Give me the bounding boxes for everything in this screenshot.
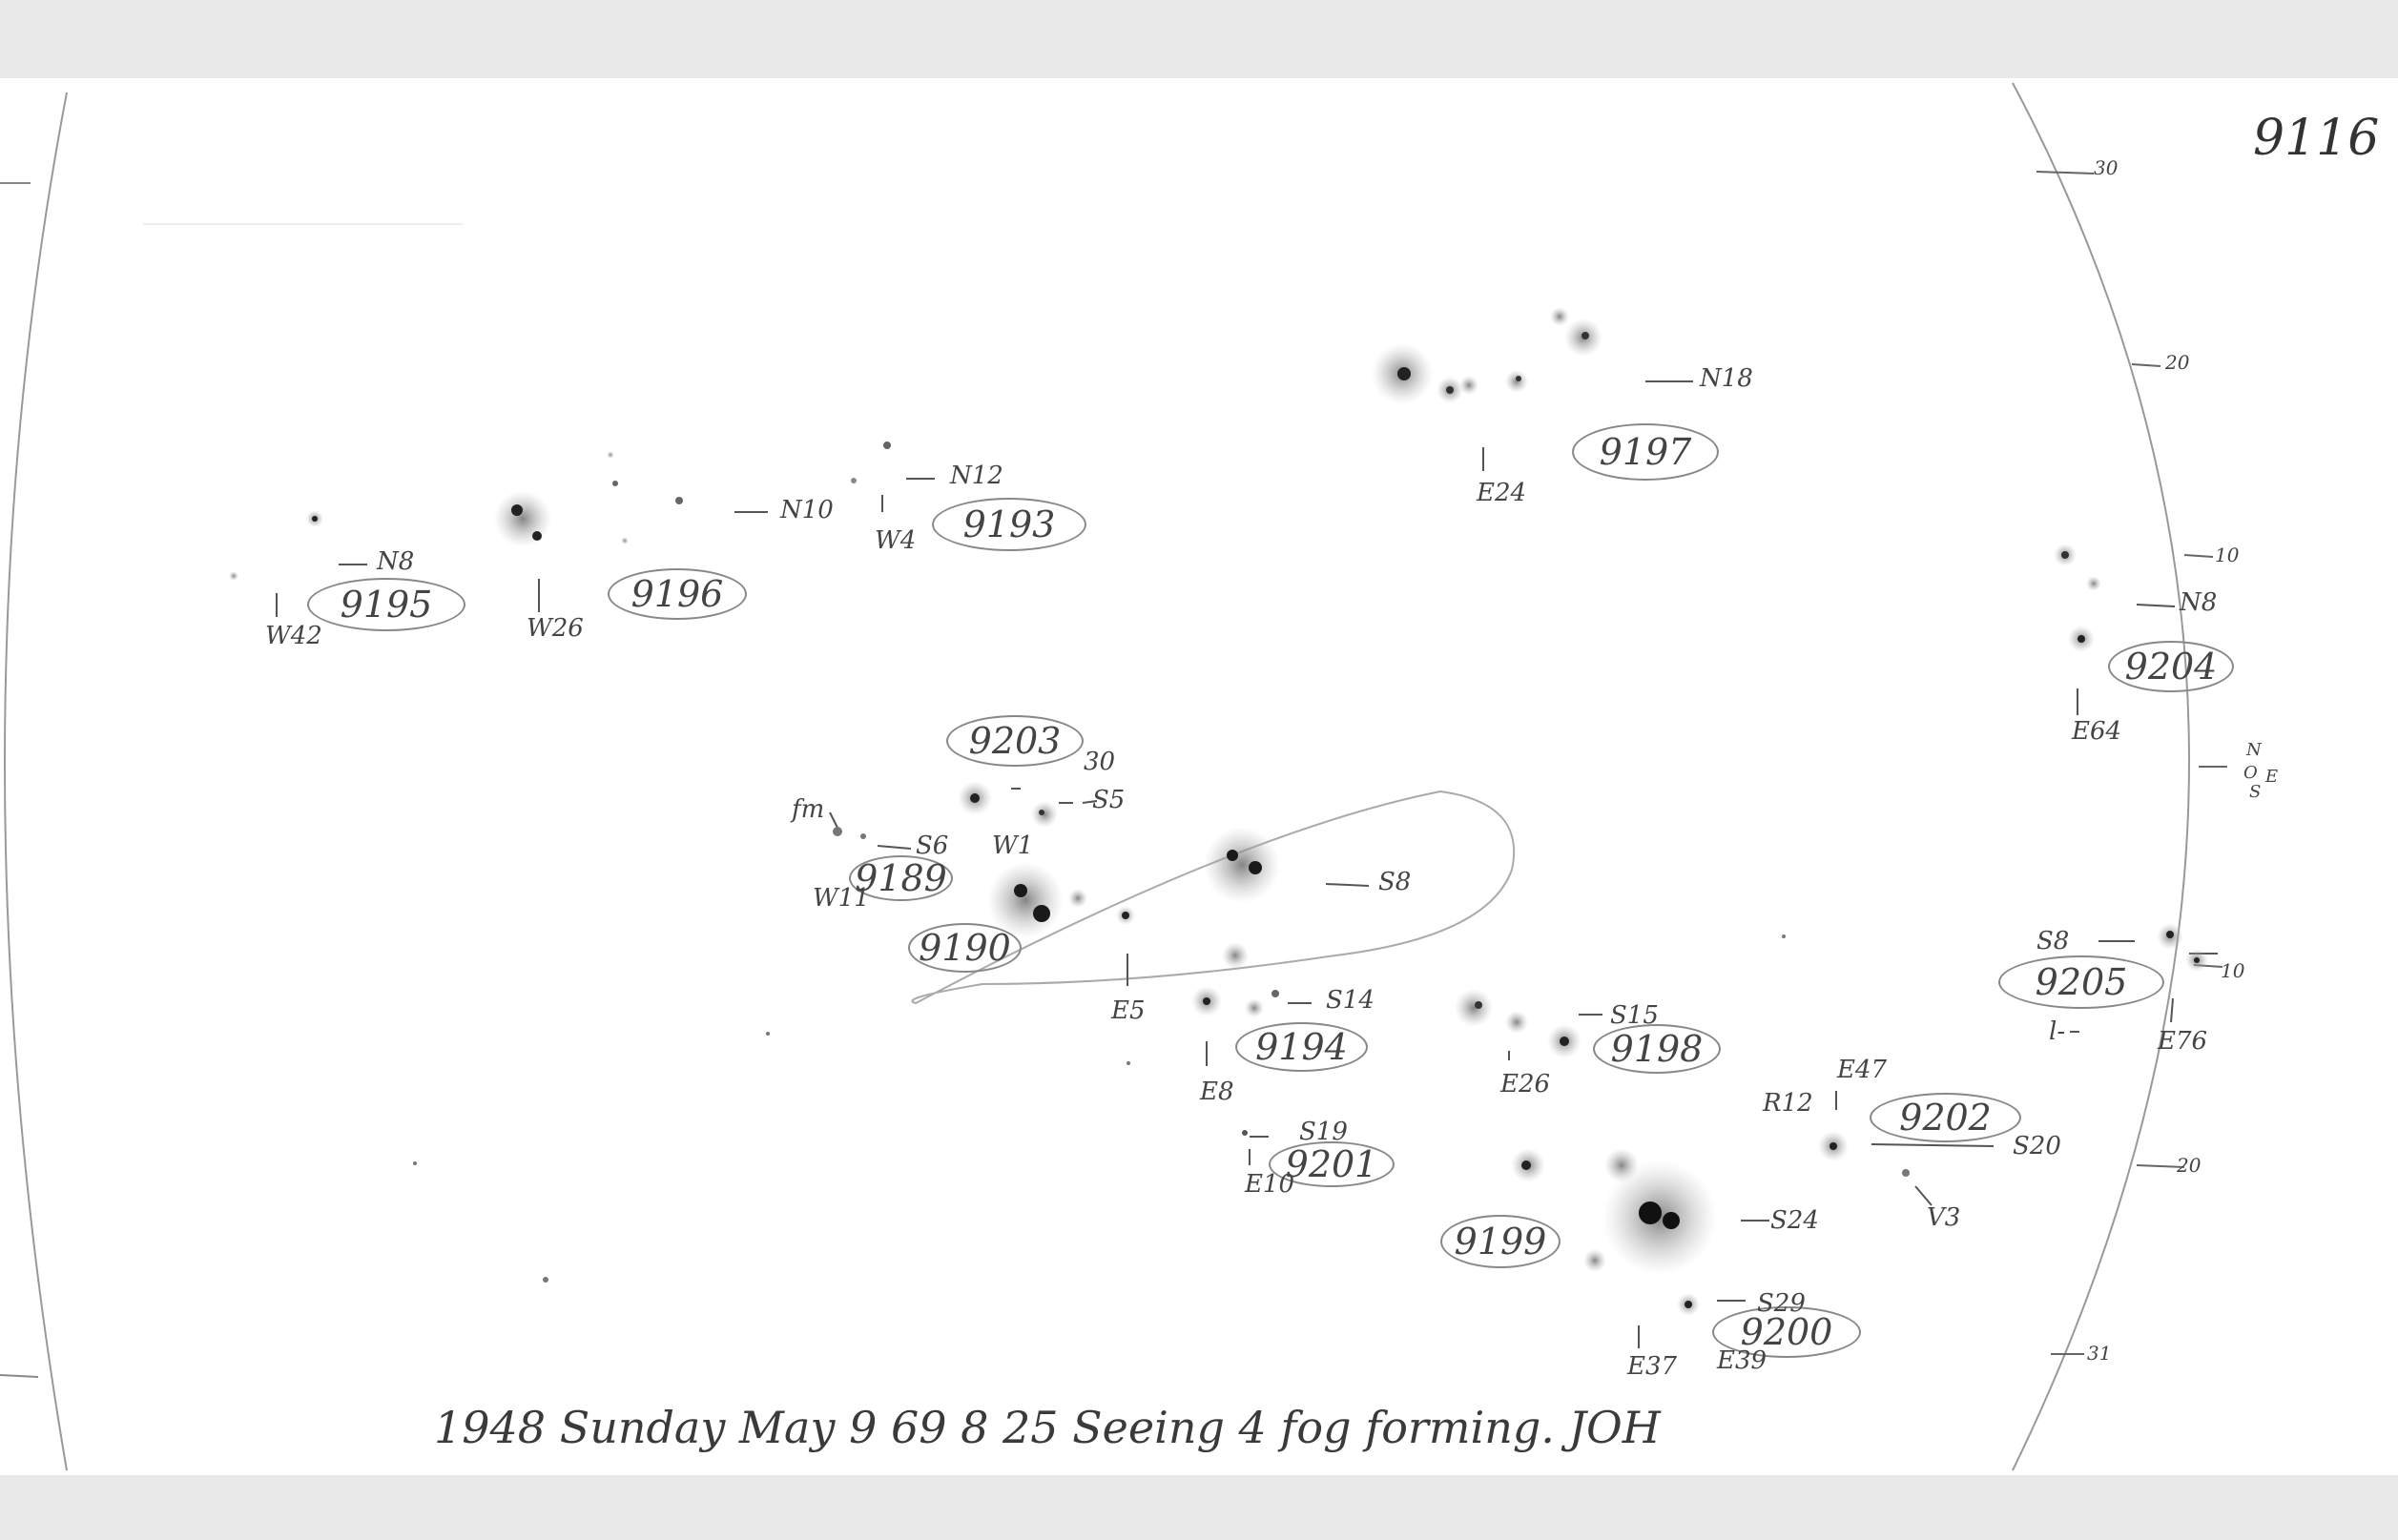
region-9203: 9203 [946,715,1084,767]
scale-30: 30 [2094,156,2119,179]
label-w4: W4 [875,526,917,555]
region-9205: 9205 [1998,955,2164,1009]
label-w42: W42 [265,622,322,650]
sunspot-group-9199 [1511,1148,1717,1275]
label-s8-right: S8 [2036,927,2070,955]
region-9194: 9194 [1235,1022,1368,1072]
scale-20-south: 20 [2177,1154,2202,1177]
drawing-sheet: 9116 9195 9196 9193 9197 9203 9189 9190 … [0,78,2398,1475]
sunspot-group-9194 [1191,942,1279,1017]
sunspot-group-9203 [958,781,1058,828]
region-9204: 9204 [2108,641,2234,692]
sunspot-group-9190 [987,827,1280,938]
scale-31: 31 [2087,1342,2112,1365]
label-e24: E24 [1477,479,1527,507]
region-9195: 9195 [307,578,465,631]
sunspot-group-9193 [851,441,891,483]
label-e64: E64 [2072,717,2122,746]
scale-o: O [2243,763,2258,783]
label-fm: fm [792,795,825,824]
sunspot-group-9197 [1372,307,1602,404]
sunspot-group-9202 [1818,1131,1910,1177]
label-e10: E10 [1245,1170,1295,1199]
region-9201: 9201 [1269,1141,1395,1187]
label-w26: W26 [527,614,584,643]
region-9198: 9198 [1593,1024,1721,1074]
label-n8-right: N8 [2180,588,2218,617]
label-s5: S5 [1092,786,1126,814]
label-s6: S6 [916,832,949,860]
solar-limb-left [4,92,68,1471]
scale-s: S [2249,782,2262,802]
label-e47: E47 [1837,1056,1888,1084]
region-9202: 9202 [1870,1093,2021,1142]
label-e37: E37 [1627,1352,1678,1381]
label-s20: S20 [2013,1132,2061,1160]
label-s24: S24 [1770,1206,1819,1235]
label-30: 30 [1084,748,1116,776]
region-9190: 9190 [908,923,1022,973]
label-w11: W11 [813,884,870,913]
region-9197: 9197 [1572,423,1719,481]
region-9199: 9199 [1440,1215,1561,1268]
label-l: l- [2049,1017,2066,1046]
limb-scale-ticks [2036,171,2227,1355]
solar-limb-right [2012,82,2190,1471]
label-e76: E76 [2158,1027,2208,1056]
scale-10-south: 10 [2221,959,2245,982]
sheet-number: 9116 [2253,110,2380,167]
scale-20: 20 [2165,351,2190,374]
region-9193: 9193 [932,498,1086,551]
scale-10: 10 [2215,544,2240,566]
region-9196: 9196 [608,568,747,620]
sunspot-group-9201 [1242,1130,1248,1136]
sunspot-group-9196 [494,451,683,547]
label-n12: N12 [950,462,1003,490]
limb-tick [0,1374,39,1378]
label-n8: N8 [377,547,415,576]
label-w1: W1 [992,832,1034,860]
sunspot-drawing [0,82,2227,1471]
sunspot-group-9195 [229,510,323,581]
sunspot-group-9189 [833,827,866,839]
scale-n: N [2246,740,2262,760]
scale-e: E [2265,767,2279,787]
sunspot-group-9205 [2157,923,2208,972]
sunspot-group-9200 [1677,1293,1700,1316]
label-r12: R12 [1763,1089,1813,1118]
region-9200: 9200 [1712,1306,1861,1358]
label-n18: N18 [1700,364,1753,393]
region-9189: 9189 [849,855,953,901]
label-v3: V3 [1927,1203,1961,1232]
sunspot-group-9204 [2054,544,2101,652]
label-e26: E26 [1500,1070,1551,1099]
label-n10: N10 [780,496,834,524]
stray-dots [413,934,1786,1283]
label-s14: S14 [1326,986,1375,1015]
label-e39: E39 [1717,1346,1767,1375]
label-s8: S8 [1378,868,1412,896]
label-e8: E8 [1200,1078,1234,1106]
observation-caption: 1948 Sunday May 9 69 8 25 Seeing 4 fog f… [434,1402,1661,1453]
label-s19: S19 [1299,1118,1348,1146]
label-s15: S15 [1610,1001,1659,1030]
label-s29: S29 [1757,1289,1806,1318]
label-e5: E5 [1111,996,1146,1025]
sunspot-group-9198 [1455,989,1581,1058]
